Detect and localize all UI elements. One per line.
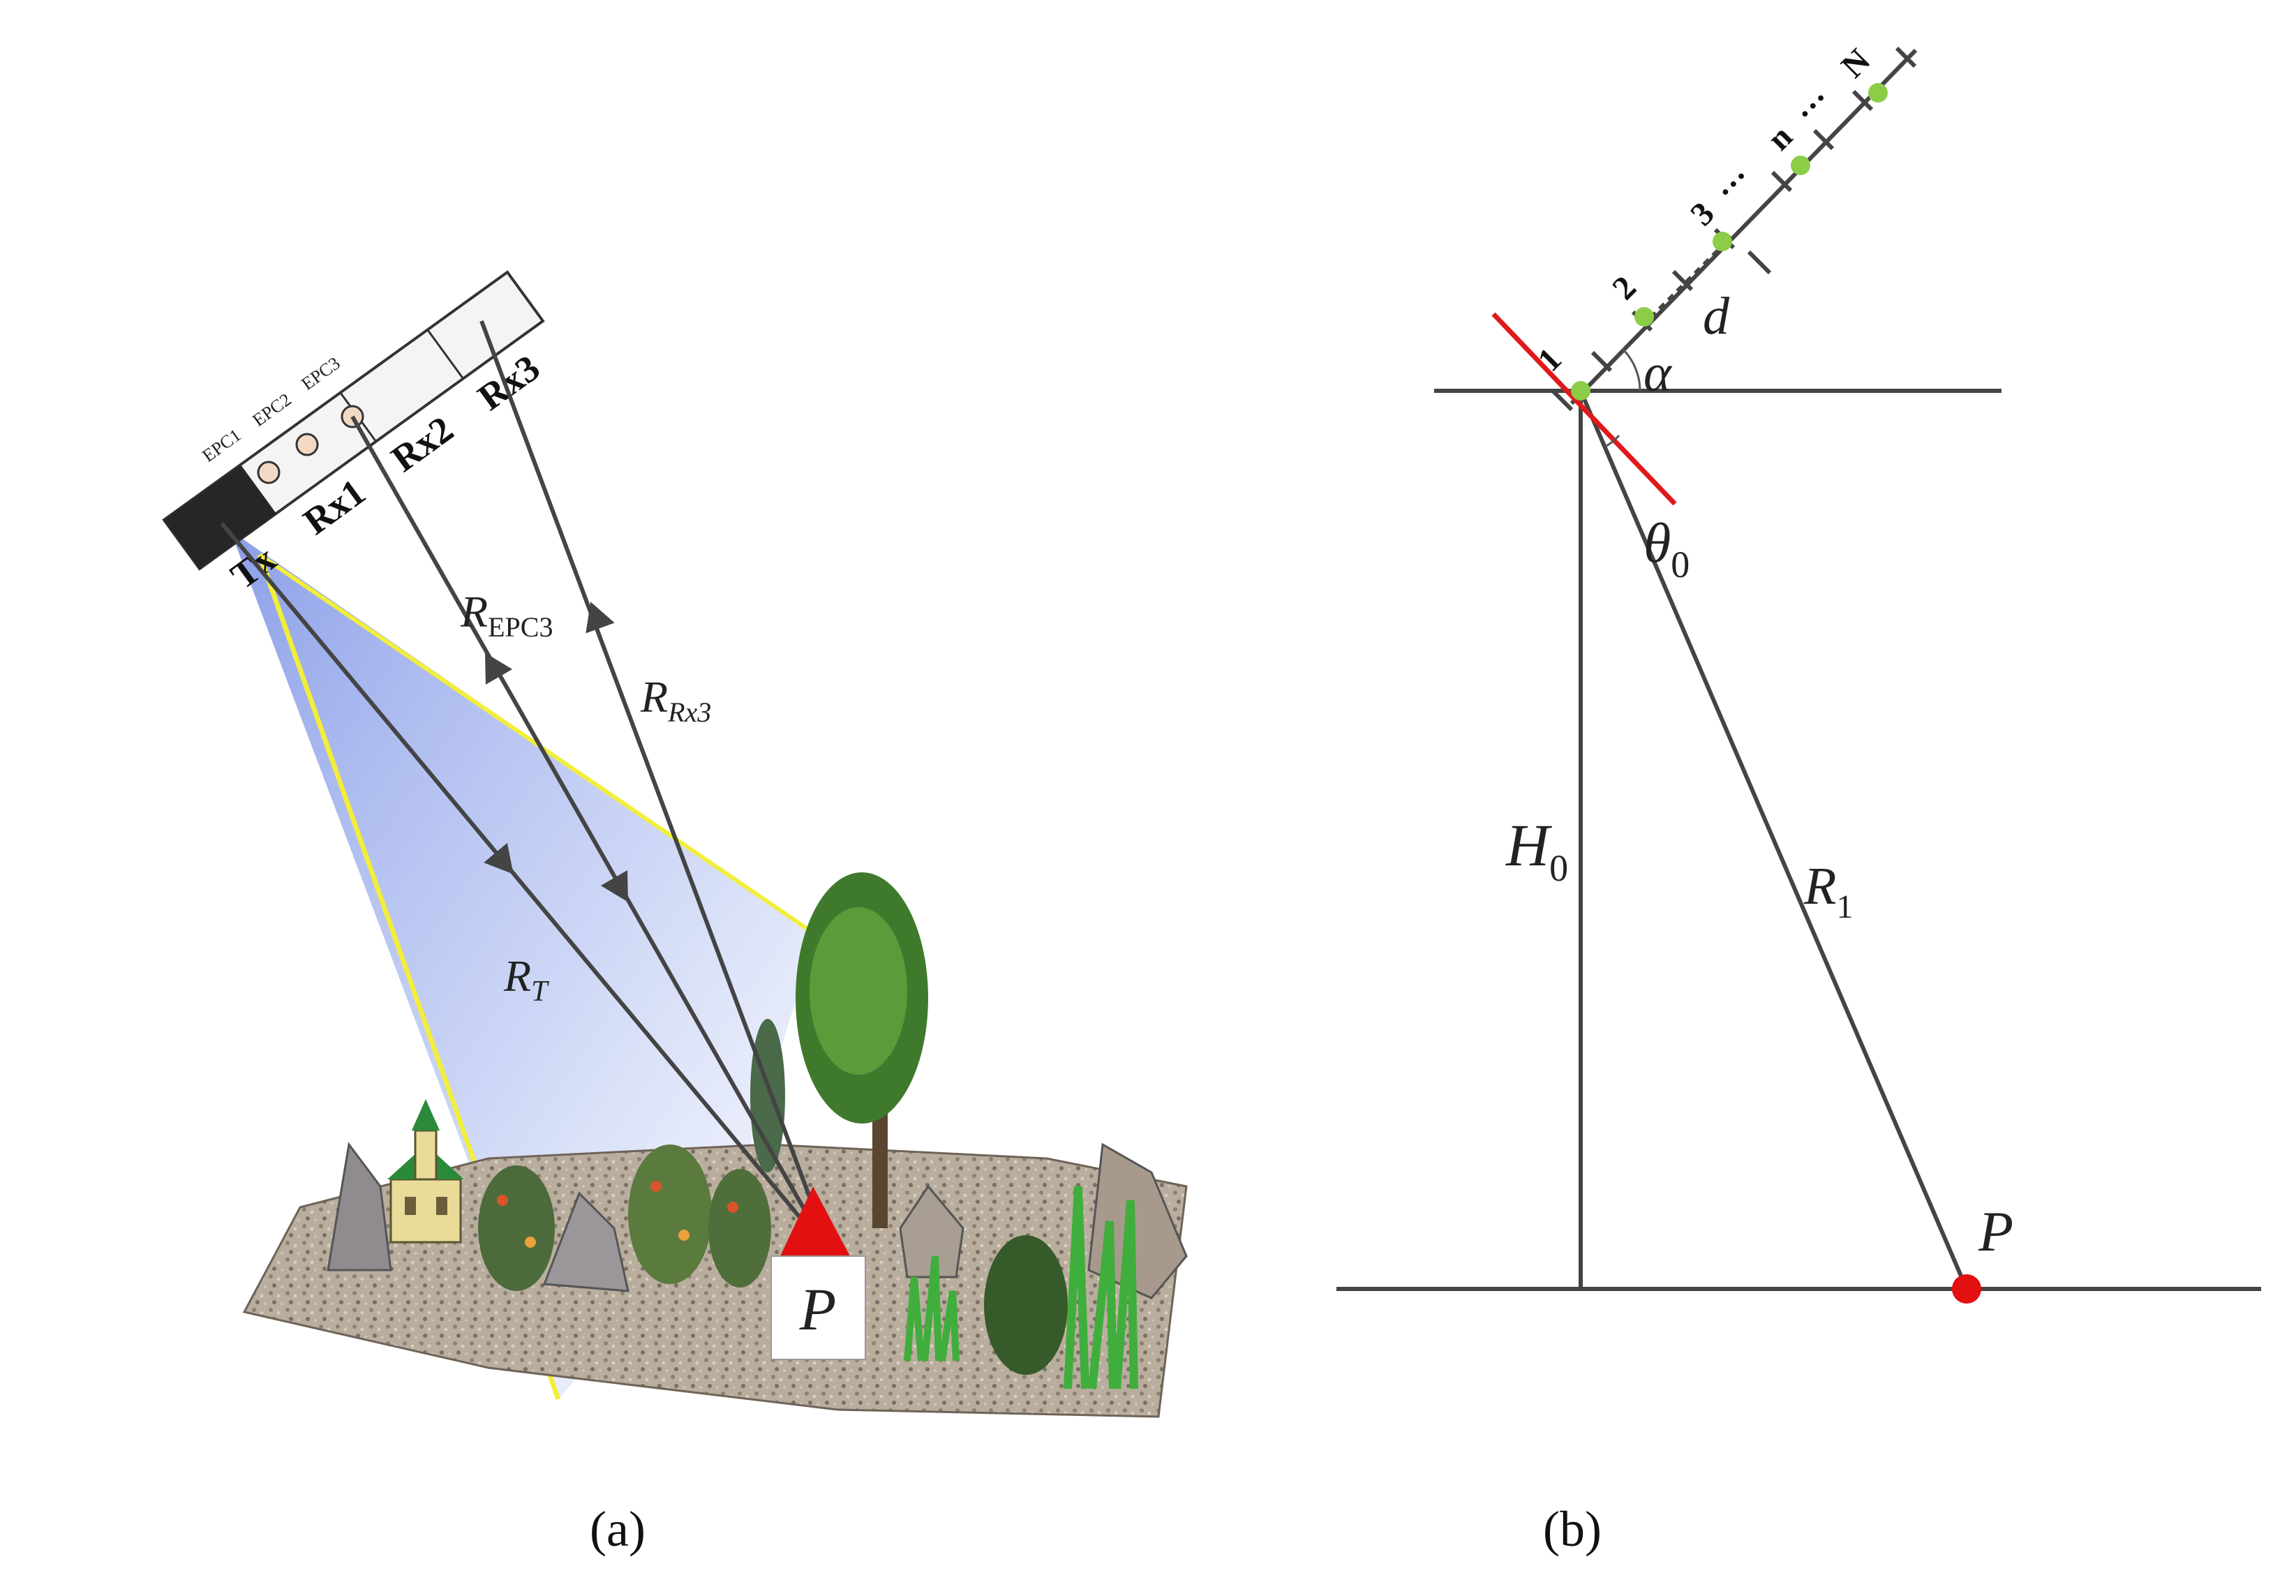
- array-ticks: [1551, 46, 1917, 412]
- element-dot-3: [1713, 232, 1732, 251]
- ray-rx3-to-p: [479, 320, 822, 1226]
- panel-a: EPC1 EPC2 EPC3 Tx Rx1 Rx2 Rx3 RT REPC3: [162, 270, 1188, 1557]
- ray-epc3-to-p: [350, 415, 815, 1226]
- array-label-2: 2: [1605, 269, 1643, 306]
- epc1-element: [257, 461, 281, 484]
- h0-label: H0: [1505, 812, 1568, 889]
- tree-icon: [750, 872, 928, 1228]
- terrain-scene: [242, 872, 1188, 1418]
- ray-arrows: [484, 602, 628, 902]
- ray-paths: [220, 320, 822, 1226]
- array-tick: [1590, 350, 1613, 373]
- array-label-dots-1: ···: [1708, 159, 1758, 209]
- element-dot-N: [1868, 83, 1888, 103]
- panel-b: 1 2 3 ··· n ··· N d α θ0 H0 R1 P (b): [1336, 42, 2261, 1557]
- theta-label: θ0: [1643, 513, 1690, 586]
- epc-label-3: EPC3: [297, 353, 343, 394]
- arrow-down-tx: [484, 842, 514, 874]
- shrub-icon: [478, 1144, 1068, 1375]
- array-tick: [1747, 250, 1772, 275]
- array-tick: [1851, 89, 1874, 112]
- array-tick: [1671, 269, 1694, 292]
- array-tick: [1812, 128, 1835, 151]
- r1-label: R1: [1803, 857, 1853, 925]
- array-baseline: [1570, 48, 1918, 405]
- target-label-a: P: [799, 1276, 837, 1343]
- epc-label-2: EPC2: [248, 389, 295, 431]
- arrow-up-epc3: [485, 652, 513, 685]
- spacing-dashed: [1649, 235, 1733, 319]
- element-dot-1: [1571, 381, 1590, 401]
- array-label-3: 3: [1683, 195, 1721, 232]
- element-dot-n: [1791, 156, 1810, 175]
- church-icon: [387, 1099, 464, 1244]
- array-tick: [1895, 46, 1917, 68]
- caption-b: (b): [1543, 1501, 1602, 1557]
- array-label-n: n: [1760, 118, 1799, 157]
- array-elements: [1571, 83, 1888, 401]
- array-label-N: N: [1834, 42, 1877, 85]
- alpha-arc: [1621, 348, 1641, 391]
- tangent-line: [1491, 312, 1677, 506]
- slant-range-line: [1579, 389, 1969, 1290]
- array-label-dots-2: ···: [1788, 81, 1837, 130]
- arrow-up-rx3: [586, 602, 615, 634]
- antenna-divider-2: [426, 329, 465, 380]
- caption-a: (a): [590, 1501, 646, 1557]
- target-label-b: P: [1978, 1200, 2013, 1263]
- grass-icon: [904, 1186, 1138, 1389]
- theta-arc: [1604, 434, 1620, 448]
- array-tick: [1551, 389, 1574, 412]
- repc3-label: REPC3: [460, 587, 553, 643]
- element-dot-2: [1634, 307, 1654, 327]
- target-point-b: [1952, 1274, 1981, 1304]
- arrow-down-epc3: [600, 870, 628, 902]
- rock-icon: [327, 1142, 1188, 1299]
- d-label: d: [1703, 287, 1730, 345]
- ray-tx-to-p: [220, 522, 808, 1226]
- epc-label-1: EPC1: [198, 425, 244, 466]
- rt-label: RT: [503, 951, 549, 1008]
- rrx3-label: RRx3: [640, 672, 711, 728]
- antenna-array: EPC1 EPC2 EPC3 Tx Rx1 Rx2 Rx3: [162, 270, 547, 597]
- epc2-element: [295, 433, 319, 456]
- array-tick: [1771, 170, 1793, 193]
- target-label-box: [770, 1255, 866, 1360]
- target-triangle: [780, 1186, 850, 1256]
- alpha-label: α: [1643, 344, 1673, 403]
- tx-block: [164, 465, 276, 569]
